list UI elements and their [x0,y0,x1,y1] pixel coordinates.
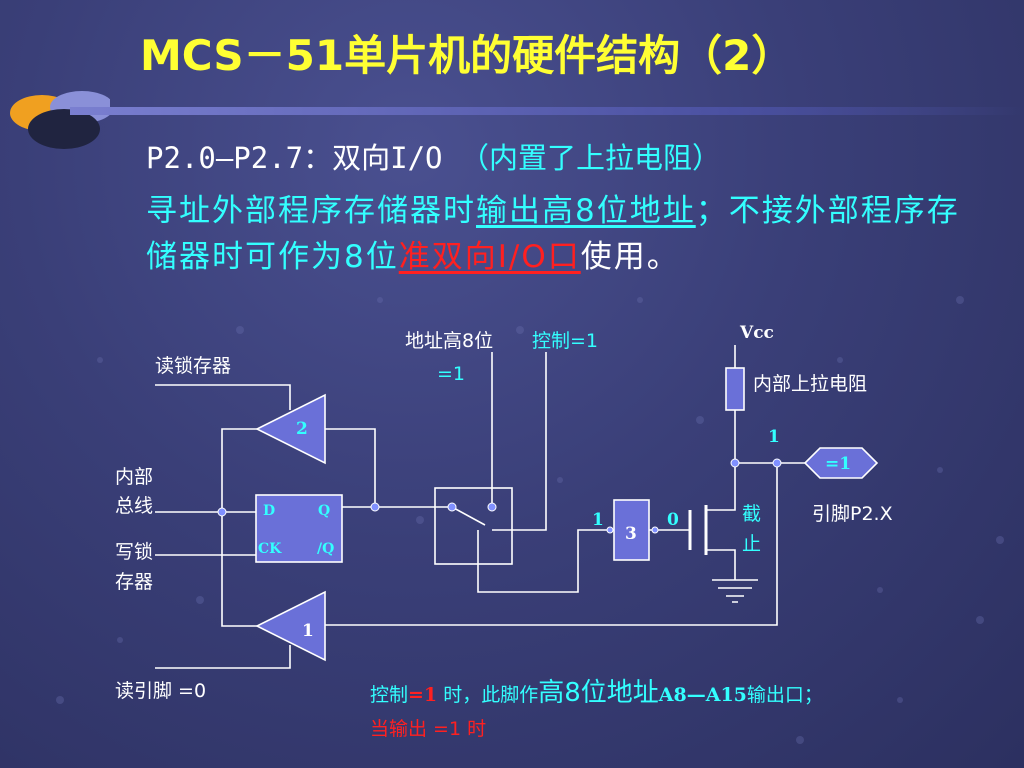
port-description: P2.0—P2.7：双向I/O （内置了上拉电阻） [146,135,721,177]
label-pin: 引脚P2.X [812,503,893,525]
label-inv3: 3 [625,524,637,544]
pullup-note: （内置了上拉电阻） [459,141,721,175]
label-read-latch: 读锁存器 [155,355,231,377]
note-f: 输出口； [746,684,823,706]
buffer-2 [255,393,326,465]
title-underline-bar [70,107,1024,115]
label-ff-d: D [263,503,275,519]
label-addr-high: 地址高8位 [405,330,493,352]
label-read-pin: 读引脚 =0 [115,680,206,702]
label-buf1: 1 [302,621,314,641]
para-part-a: 寻址外部程序存储器时 [146,193,476,229]
pin-terminal [803,447,879,479]
label-eq1-under: =1 [437,363,465,385]
label-ff-q: Q [318,503,330,519]
label-ff-ck: CK [258,541,282,557]
para-part-d: 准双向I/O口 [398,239,581,275]
label-buf2: 2 [296,419,308,439]
note-b: =1 [408,684,438,706]
para-part-e: 使用。 [580,239,680,275]
wire-buf2-in [325,428,376,507]
label-control: 控制=1 [532,330,598,352]
wire-mux-out [477,529,614,593]
para-part-c: ；不接外部程序存储器时可作为8位 [146,193,960,275]
label-in-one: 1 [592,510,604,530]
control-note: 控制=1 时，此脚作高8位地址A8—A15输出口； 当输出 =1 时 [370,676,970,746]
label-internal-bus-1: 内部 [115,466,153,488]
label-vcc: Vcc [739,323,774,343]
function-paragraph: 寻址外部程序存储器时输出高8位地址；不接外部程序存储器时可作为8位准双向I/O口… [146,188,976,280]
wire-pin-feedback [325,463,778,626]
note-e: A8—A15 [658,684,747,706]
pullup-resistor [725,367,745,411]
mux-box [434,487,513,565]
port-range-text: P2.0—P2.7：双向I/O [146,141,460,175]
para-part-b: 输出高8位地址 [476,193,696,229]
label-pullup: 内部上拉电阻 [753,373,867,395]
wire-read-latch [155,384,291,410]
label-internal-bus-2: 总线 [115,495,153,517]
label-out-zero: 0 [667,510,679,530]
note-d: 高8位地址 [538,678,659,708]
inverter-3 [613,499,650,561]
label-ff-nq: /Q [317,541,334,557]
slide-title: MCS－51单片机的硬件结构（2） [140,31,794,80]
wire-read-pin [155,645,291,669]
label-write-latch-1: 写锁 [115,541,153,563]
label-cutoff-1: 截 [742,503,761,525]
label-cutoff-2: 止 [742,533,761,555]
label-pin-value: =1 [825,454,851,474]
note-a: 控制 [370,684,409,706]
wire-control [492,352,547,531]
latch-box [255,494,343,563]
buffer-1 [255,590,326,662]
mux-switch [451,506,486,526]
note-g: 当输出 =1 时 [370,718,487,740]
label-write-latch-2: 存器 [115,571,153,593]
note-c: 时，此脚作 [437,684,539,706]
wire-buf2-out [221,428,257,512]
label-one-top: 1 [768,427,780,447]
